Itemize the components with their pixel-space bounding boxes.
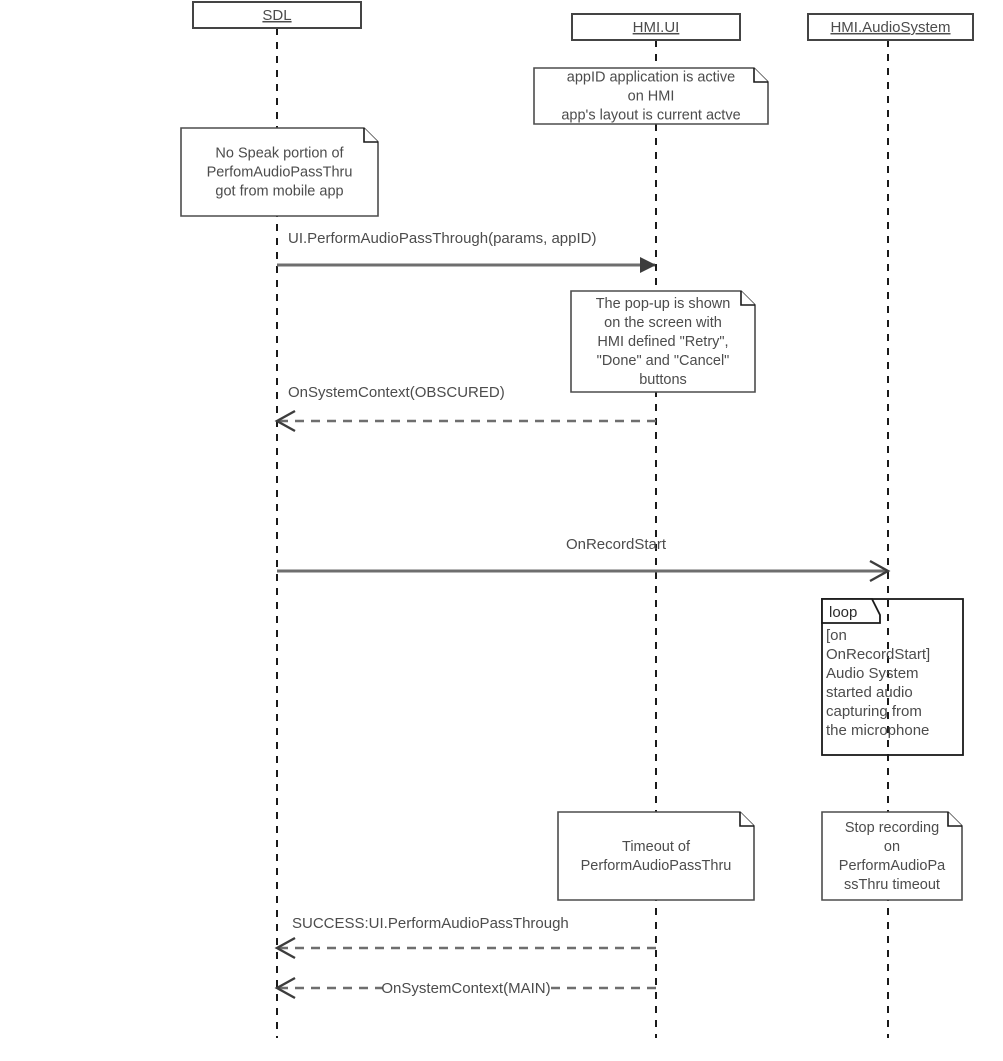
fragment-body-line: the microphone — [826, 722, 929, 739]
actor-headers-layer: SDL HMI.UI HMI.AudioSystem — [192, 1, 974, 41]
note-body — [180, 127, 379, 217]
note-text-line: on the screen with — [604, 315, 722, 331]
message-label: OnSystemContext(OBSCURED) — [288, 384, 505, 401]
arrowhead-open — [274, 976, 296, 1000]
note-text-line: The pop-up is shown — [596, 296, 731, 312]
note-text-line: No Speak portion of — [215, 146, 344, 162]
message-label: UI.PerformAudioPassThrough(params, appID… — [288, 230, 596, 247]
note-fold-corner — [947, 812, 962, 827]
fragment-body-line: [on — [826, 627, 847, 644]
arrowhead-filled — [640, 257, 656, 273]
message-perform-audio-pass-through[interactable]: UI.PerformAudioPassThrough(params, appID… — [277, 230, 656, 273]
fragment-body-line: OnRecordStart] — [826, 646, 930, 663]
actor-box — [807, 13, 974, 41]
note-body — [570, 290, 756, 393]
note-fold-corner — [753, 68, 768, 83]
actor-box — [192, 1, 362, 29]
arrowhead-open — [274, 409, 296, 433]
notes-layer: appID application is active on HMI app's l… — [180, 67, 963, 901]
note-text-line: app's layout is current actve — [561, 108, 740, 124]
note-app-active: appID application is active on HMI app's l… — [533, 67, 769, 125]
actor-header-sdl[interactable]: SDL — [192, 1, 362, 29]
actor-box — [571, 13, 741, 41]
actor-name-label: HMI.AudioSystem — [830, 19, 950, 36]
fragment-body-line: started audio — [826, 684, 913, 701]
note-popup-shown: The pop-up is shown on the screen withHMI… — [570, 290, 756, 393]
note-text-line: PerfomAudioPassThru — [207, 165, 353, 181]
message-label: OnSystemContext(MAIN) — [381, 980, 550, 997]
note-text-line: PerformAudioPassThru — [581, 858, 732, 874]
message-label: OnRecordStart — [566, 536, 667, 553]
note-text-line: buttons — [639, 372, 687, 388]
note-text-line: Timeout of — [622, 839, 691, 855]
note-no-speak: No Speak portion of PerfomAudioPassThru go… — [180, 127, 379, 217]
fragment-border — [821, 598, 964, 756]
note-text-line: HMI defined "Retry", — [597, 334, 728, 350]
message-success-perform-audio-pass-through[interactable]: SUCCESS:UI.PerformAudioPassThrough — [274, 915, 656, 960]
actor-header-hmi-audiosystem[interactable]: HMI.AudioSystem — [807, 13, 974, 41]
fragment-body-line: Audio System — [826, 665, 919, 682]
fragment-operator-label: loop — [829, 604, 857, 621]
note-fold-corner — [739, 812, 754, 827]
message-on-system-context-main[interactable]: OnSystemContext(MAIN) — [274, 976, 656, 1000]
note-text-line: PerformAudioPa — [839, 858, 946, 874]
actor-header-hmi-ui[interactable]: HMI.UI — [571, 13, 741, 41]
actor-name-label: SDL — [262, 7, 291, 24]
note-text-line: "Done" and "Cancel" — [597, 353, 730, 369]
note-body — [821, 811, 963, 901]
note-text-line: on — [884, 839, 900, 855]
note-text-line: appID application is active — [567, 70, 735, 86]
messages-layer: UI.PerformAudioPassThrough(params, appID… — [274, 230, 891, 1000]
note-body — [557, 811, 755, 901]
note-fold-corner — [740, 291, 755, 306]
message-on-system-context-obscured[interactable]: OnSystemContext(OBSCURED) — [274, 384, 656, 433]
note-timeout-papt: Timeout of PerformAudioPassThru — [557, 811, 755, 901]
message-on-record-start[interactable]: OnRecordStart — [277, 536, 891, 583]
note-text-line: on HMI — [628, 89, 675, 105]
arrowhead-open — [869, 559, 891, 583]
actor-name-label: HMI.UI — [633, 19, 680, 36]
note-text-line: Stop recording — [845, 820, 939, 836]
fragment-body-line: capturing from — [826, 703, 922, 720]
note-fold-corner — [363, 128, 378, 143]
note-text-line: got from mobile app — [215, 184, 343, 200]
note-text-line: ssThru timeout — [844, 877, 940, 893]
message-label-backdrop — [383, 978, 549, 998]
fragment-operator-tab — [821, 598, 881, 624]
message-label: SUCCESS:UI.PerformAudioPassThrough — [292, 915, 569, 932]
arrowhead-open — [274, 936, 296, 960]
note-body — [533, 67, 769, 125]
